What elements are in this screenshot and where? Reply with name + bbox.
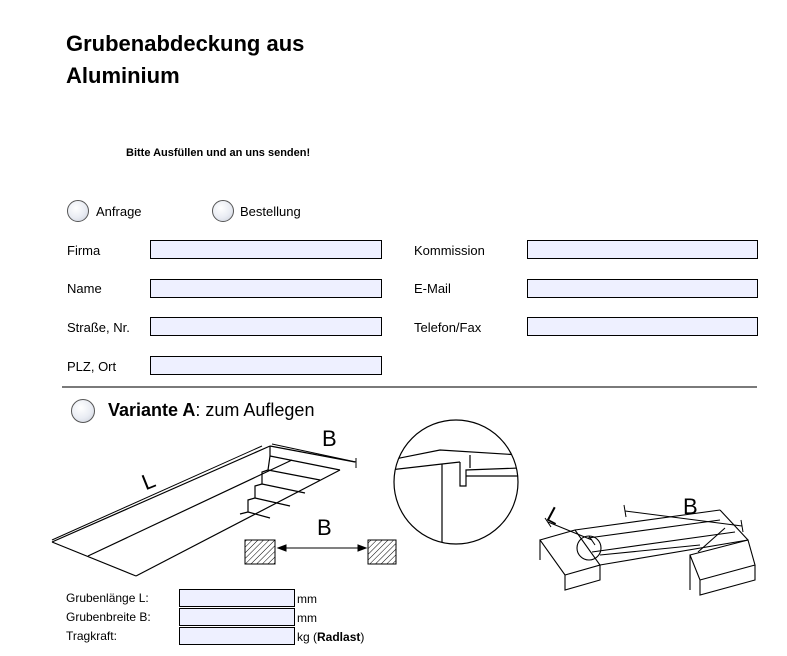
bestellung-label: Bestellung bbox=[240, 204, 301, 219]
telefon-label: Telefon/Fax bbox=[414, 320, 482, 335]
tragkraft-unit-kg: kg ( bbox=[297, 630, 318, 644]
grubenbreite-label: Grubenbreite B: bbox=[66, 610, 151, 624]
variante-a-radio[interactable] bbox=[71, 399, 95, 423]
bestellung-radio[interactable] bbox=[212, 200, 234, 222]
plz-ort-label: PLZ, Ort bbox=[67, 359, 117, 374]
strasse-label: Straße, Nr. bbox=[67, 320, 130, 335]
tragkraft-field[interactable] bbox=[179, 627, 295, 645]
name-field[interactable] bbox=[150, 279, 382, 298]
tragkraft-unit-radlast: Radlast bbox=[317, 630, 361, 644]
label-b-gap: B bbox=[317, 515, 332, 540]
grubenlaenge-unit: mm bbox=[297, 592, 317, 606]
tragkraft-unit: kg (Radlast) bbox=[297, 630, 364, 644]
strasse-field[interactable] bbox=[150, 317, 382, 336]
label-b-right: B bbox=[683, 494, 698, 519]
name-label: Name bbox=[67, 281, 102, 296]
title-line-1: Grubenabdeckung aus bbox=[66, 31, 305, 56]
pit-perspective-drawing bbox=[51, 445, 356, 577]
plz-ort-field[interactable] bbox=[150, 356, 382, 375]
grubenlaenge-label: Grubenlänge L: bbox=[66, 591, 149, 605]
section-divider bbox=[62, 386, 757, 388]
detail-profile bbox=[394, 449, 518, 544]
tragkraft-unit-close: ) bbox=[360, 630, 365, 644]
anfrage-radio[interactable] bbox=[67, 200, 89, 222]
variante-a-title-rest: : zum Auflegen bbox=[195, 400, 315, 420]
firma-label: Firma bbox=[67, 243, 101, 258]
label-l-left: L bbox=[138, 467, 159, 495]
page-title: Grubenabdeckung aus Aluminium bbox=[66, 28, 304, 92]
grubenbreite-unit: mm bbox=[297, 611, 317, 625]
kommission-label: Kommission bbox=[414, 243, 485, 258]
tragkraft-label: Tragkraft: bbox=[66, 629, 117, 643]
label-b-top: B bbox=[322, 426, 337, 451]
label-l-right: L bbox=[543, 502, 566, 530]
dimension-l-right bbox=[544, 517, 596, 546]
anfrage-label: Anfrage bbox=[96, 204, 142, 219]
variante-a-title-bold: Variante A bbox=[108, 400, 196, 420]
grubenlaenge-field[interactable] bbox=[179, 589, 295, 607]
dimension-b-gap bbox=[276, 544, 368, 552]
email-label: E-Mail bbox=[414, 281, 451, 296]
grubenbreite-field[interactable] bbox=[179, 608, 295, 626]
wall-left-hatch bbox=[244, 539, 276, 565]
dimension-b-top bbox=[271, 443, 357, 468]
detail-circle bbox=[393, 419, 519, 545]
isometric-cover-drawing bbox=[539, 509, 756, 596]
instruction-text: Bitte Ausfüllen und an uns senden! bbox=[126, 147, 311, 159]
dimension-b-right bbox=[623, 504, 744, 533]
wall-right-hatch bbox=[367, 539, 397, 565]
telefon-field[interactable] bbox=[527, 317, 758, 336]
firma-field[interactable] bbox=[150, 240, 382, 259]
variante-a-title: Variante A: zum Auflegen bbox=[108, 400, 314, 421]
email-field[interactable] bbox=[527, 279, 758, 298]
dimension-l-left bbox=[51, 445, 263, 541]
title-line-2: Aluminium bbox=[66, 63, 180, 88]
kommission-field[interactable] bbox=[527, 240, 758, 259]
